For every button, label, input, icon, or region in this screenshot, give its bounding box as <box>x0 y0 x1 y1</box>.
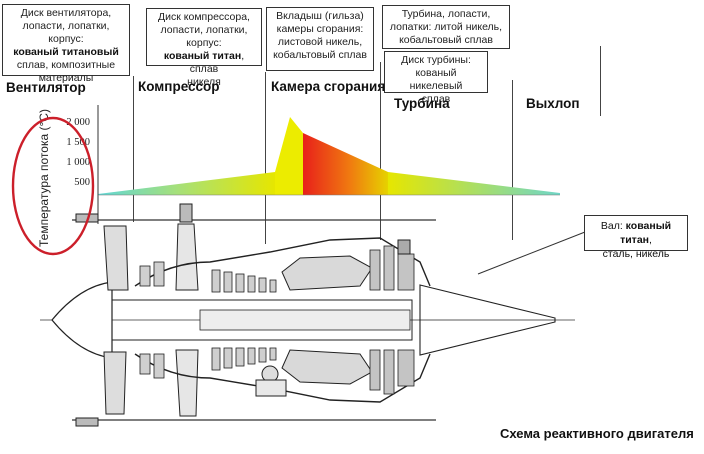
turbine-disk-materials-box: Диск турбины: кованый никелевый сплав <box>384 51 488 105</box>
temperature-area-peak <box>275 117 303 195</box>
shaft-outer <box>111 299 413 341</box>
section-divider <box>380 62 381 240</box>
stator-hub-top <box>179 203 193 223</box>
temperature-area-cool <box>388 172 560 195</box>
nose-cone <box>51 281 113 359</box>
section-label-exhaust: Выхлоп <box>526 96 580 111</box>
section-label-turbine: Турбина <box>394 96 450 111</box>
y-tick-label: 2 000 <box>66 117 90 128</box>
turbine-stage <box>369 249 381 291</box>
compressor-stage <box>235 273 245 293</box>
temperature-profile <box>98 117 560 195</box>
turbine-stage <box>369 349 381 391</box>
accessory-housing <box>255 379 287 397</box>
fan-box-line: Диск вентилятора, <box>20 7 112 19</box>
combustor-box-line: камеры сгорания: <box>276 23 364 35</box>
stator-vane-top <box>175 223 199 291</box>
compressor-stage <box>153 353 165 379</box>
compressor-stage <box>247 275 256 293</box>
fan-blade-top <box>103 225 129 291</box>
section-label-compressor: Компрессор <box>138 79 220 94</box>
fan-materials-box: Диск вентилятора, лопасти, лопатки, корп… <box>2 4 130 84</box>
fan-box-line: лопасти, лопатки, корпус: <box>22 20 110 45</box>
diagram-caption: Схема реактивного двигателя <box>500 426 694 441</box>
combustor-materials-box: Вкладыш (гильза) камеры сгорания: листов… <box>266 7 374 71</box>
fan-box-bold: кованый титановый <box>13 46 119 58</box>
turbine-stage <box>383 245 395 291</box>
y-tick-label: 500 <box>74 177 90 188</box>
turbine-stage <box>383 349 395 395</box>
compressor-stage <box>258 277 267 293</box>
shaft-callout-bold: кованый титан <box>620 220 672 246</box>
temperature-area-low <box>98 172 275 195</box>
compressor-box-line: никеля <box>187 76 221 88</box>
shaft-callout: Вал: кованый титан, сталь, никель <box>584 215 688 260</box>
section-divider <box>512 80 513 240</box>
turbine-materials-box: Турбина, лопасти, лопатки: литой никель,… <box>382 5 510 49</box>
compressor-stage <box>269 347 277 361</box>
shaft-callout-suffix: , <box>649 234 652 246</box>
turbine-stage <box>397 349 415 387</box>
fan-box-line: сплав, композитные <box>16 59 116 71</box>
fan-blade-bottom <box>103 351 127 415</box>
stator-vane-bottom <box>175 349 199 417</box>
compressor-stage <box>269 279 277 293</box>
compressor-materials-box: Диск компрессора, лопасти, лопатки, корп… <box>146 8 262 88</box>
turbine-box-line: лопатки: литой никель, <box>389 21 503 33</box>
y-tick-label: 1 500 <box>66 137 90 148</box>
shaft-callout-leader <box>477 231 586 275</box>
compressor-stage <box>223 347 233 369</box>
fan-casing-stub <box>75 417 99 427</box>
turbine-disk-box-line: Диск турбины: <box>401 54 471 66</box>
compressor-box-line: Диск компрессора, <box>158 11 250 23</box>
turbine-stage <box>397 253 415 291</box>
temperature-area-hot <box>303 133 388 195</box>
compressor-stage <box>223 271 233 293</box>
combustor-box-line: кобальтовый сплав <box>273 49 367 61</box>
fan-box-line: материалы <box>38 72 94 84</box>
turbine-disk-box-line: сплав <box>421 93 451 105</box>
compressor-stage <box>211 347 221 371</box>
shaft-callout-prefix: Вал: <box>600 220 626 232</box>
shaft-callout-line: сталь, никель <box>602 248 670 260</box>
turbine-box-line: Турбина, лопасти, <box>401 8 491 20</box>
combustor-box-line: Вкладыш (гильза) <box>276 10 364 22</box>
compressor-box-line: , сплав <box>189 50 245 75</box>
combustor-box-line: листовой никель, <box>277 36 363 48</box>
compressor-stages <box>139 261 277 379</box>
section-divider <box>265 72 266 244</box>
compressor-stage <box>139 353 151 375</box>
compressor-stage <box>153 261 165 287</box>
combustor-liner-bottom <box>281 349 373 385</box>
turbine-disk-box-line: кованый никелевый <box>409 67 463 92</box>
turbine-box-line: кобальтовый сплав <box>399 34 493 46</box>
compressor-stage <box>258 347 267 363</box>
shaft-inner <box>199 309 411 331</box>
turbine-mount <box>397 239 411 255</box>
compressor-stage <box>247 347 256 365</box>
y-axis-highlight-ring <box>11 116 95 256</box>
section-label-combustor: Камера сгорания <box>271 79 386 94</box>
compressor-stage <box>235 347 245 367</box>
y-tick-label: 1 000 <box>66 157 90 168</box>
compressor-stage <box>211 269 221 293</box>
combustor-liner-top <box>281 255 373 291</box>
turbine-stages <box>369 245 415 395</box>
section-divider <box>133 76 134 222</box>
section-divider <box>600 46 601 116</box>
section-label-fan: Вентилятор <box>6 80 86 95</box>
compressor-box-line: лопасти, лопатки, корпус: <box>160 24 248 49</box>
compressor-stage <box>139 265 151 287</box>
compressor-box-bold: кованый титан <box>163 50 242 62</box>
